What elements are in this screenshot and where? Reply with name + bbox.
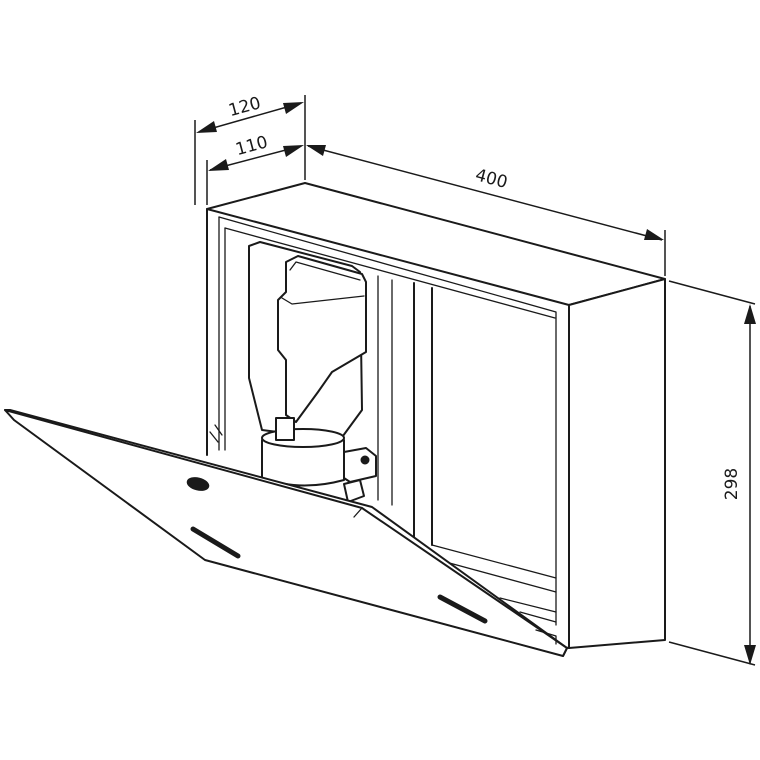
door-slot-right [437,594,488,624]
door-slot-left [190,526,241,559]
soap-dispenser-unit [209,241,377,503]
cabinet-door [4,409,568,657]
dispenser-pump [261,417,377,503]
door-push-button [186,477,210,491]
cabinet-partition [377,275,433,546]
cabinet-body [206,182,666,649]
dimension-height: 298 [668,280,756,666]
dimension-label-width: 400 [473,165,510,193]
dispenser-reservoir [277,255,367,423]
dimension-label-depth-outer: 120 [226,93,263,121]
dimension-label-height: 298 [722,468,742,500]
cabinet-side-face [568,278,666,649]
